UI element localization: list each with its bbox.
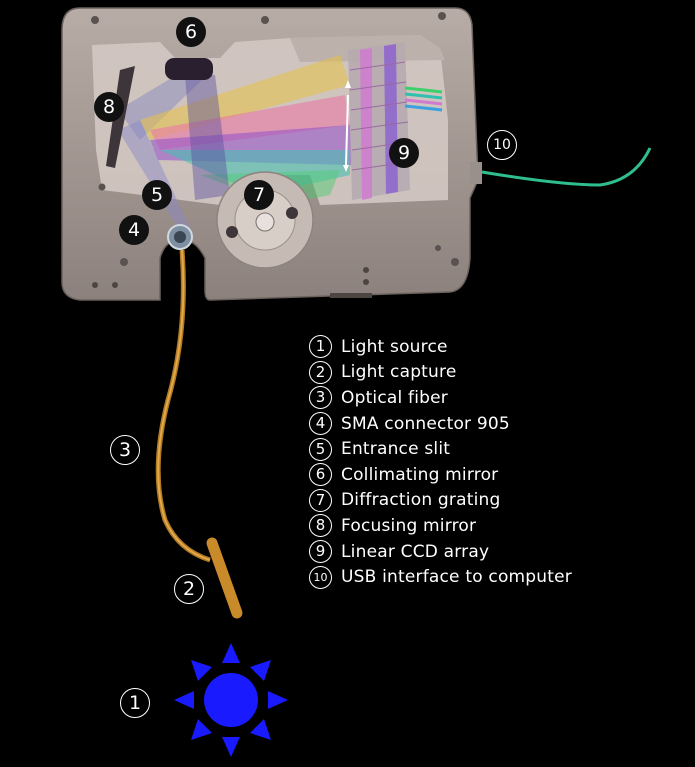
legend-item: 2 Light capture <box>309 360 669 386</box>
legend-item: 6 Collimating mirror <box>309 462 669 488</box>
usb-cable <box>470 147 652 187</box>
callout-6: 6 <box>176 17 206 47</box>
legend-label: Diffraction grating <box>341 490 501 511</box>
legend-number: 1 <box>309 335 332 359</box>
legend-label: USB interface to computer <box>341 567 572 588</box>
callout-1: 1 <box>120 688 150 718</box>
legend-number: 3 <box>309 386 332 410</box>
callout-3: 3 <box>110 435 140 465</box>
legend-label: SMA connector 905 <box>341 413 510 434</box>
legend-number: 10 <box>309 565 332 589</box>
callout-2: 2 <box>174 574 204 604</box>
legend-label: Optical fiber <box>341 387 448 408</box>
legend-item: 1 Light source <box>309 334 669 360</box>
legend-number: 8 <box>309 514 332 538</box>
light-capture-probe <box>206 537 243 619</box>
collimating-mirror <box>165 58 213 80</box>
callout-5: 5 <box>142 180 172 210</box>
optical-fiber <box>155 249 211 563</box>
diffraction-grating <box>216 171 314 269</box>
legend-label: Light capture <box>341 362 457 383</box>
legend-number: 6 <box>309 463 332 487</box>
legend-item: 10 USB interface to computer <box>309 564 669 590</box>
legend-item: 7 Diffraction grating <box>309 488 669 514</box>
legend-number: 4 <box>309 412 332 436</box>
legend-item: 3 Optical fiber <box>309 385 669 411</box>
sma-connector <box>167 224 193 250</box>
legend: 1 Light source 2 Light capture 3 Optical… <box>309 334 669 590</box>
legend-number: 7 <box>309 488 332 512</box>
callout-8: 8 <box>94 92 124 122</box>
legend-item: 9 Linear CCD array <box>309 539 669 565</box>
focusing-mirror <box>106 66 135 168</box>
callout-7: 7 <box>244 180 274 210</box>
callout-10: 10 <box>487 130 517 160</box>
legend-number: 5 <box>309 437 332 461</box>
legend-label: Light source <box>341 336 448 357</box>
legend-number: 9 <box>309 540 332 564</box>
legend-item: 4 SMA connector 905 <box>309 411 669 437</box>
legend-item: 5 Entrance slit <box>309 436 669 462</box>
light-source-sun <box>174 643 288 757</box>
callout-4: 4 <box>119 215 149 245</box>
callout-9: 9 <box>389 138 419 168</box>
legend-item: 8 Focusing mirror <box>309 513 669 539</box>
legend-label: Linear CCD array <box>341 541 490 562</box>
legend-number: 2 <box>309 360 332 384</box>
legend-label: Focusing mirror <box>341 515 477 536</box>
legend-label: Entrance slit <box>341 439 451 460</box>
legend-label: Collimating mirror <box>341 464 499 485</box>
